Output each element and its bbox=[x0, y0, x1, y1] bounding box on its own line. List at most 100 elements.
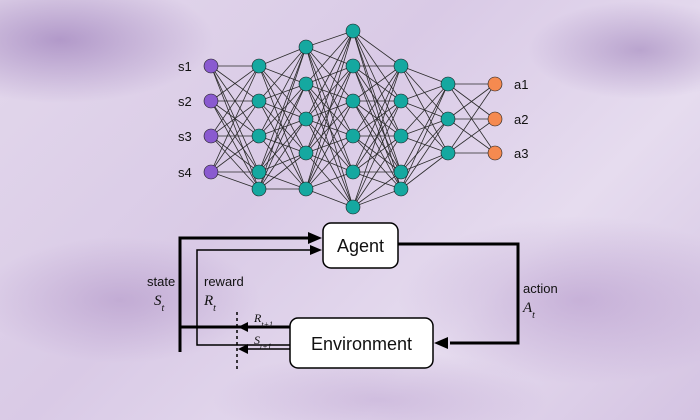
hidden-node bbox=[298, 39, 314, 55]
agent-box bbox=[322, 222, 399, 269]
network-edge bbox=[305, 46, 354, 102]
network-edge bbox=[258, 118, 307, 173]
state-path bbox=[178, 236, 310, 352]
hidden-node bbox=[345, 93, 361, 109]
input-node bbox=[203, 58, 219, 74]
network-edge bbox=[352, 65, 402, 208]
network-edge bbox=[400, 118, 449, 173]
network-edge bbox=[210, 135, 260, 190]
network-edge bbox=[352, 30, 402, 67]
network-edge bbox=[352, 135, 402, 208]
network-edge bbox=[447, 83, 496, 154]
hidden-node bbox=[251, 164, 267, 180]
network-edge bbox=[400, 100, 449, 154]
output-label: a3 bbox=[514, 146, 528, 161]
network-edge bbox=[352, 65, 402, 137]
output-label: a1 bbox=[514, 77, 528, 92]
network-edge bbox=[400, 83, 449, 173]
network-edge bbox=[305, 30, 354, 48]
next-reward-symbol: Rt+1 bbox=[253, 311, 273, 329]
rl-loop bbox=[178, 232, 520, 372]
next-reward-arrowhead bbox=[238, 322, 248, 332]
network-edge bbox=[305, 46, 354, 67]
hidden-node bbox=[440, 111, 456, 127]
input-label: s2 bbox=[178, 94, 192, 109]
network-edge bbox=[447, 83, 496, 120]
network-edge bbox=[305, 65, 354, 190]
input-label: s3 bbox=[178, 129, 192, 144]
hidden-node bbox=[251, 58, 267, 74]
network-edge bbox=[400, 83, 449, 102]
network-edge bbox=[352, 171, 402, 190]
output-node bbox=[487, 111, 503, 127]
input-node bbox=[203, 128, 219, 144]
network-edge bbox=[400, 83, 449, 137]
action-arrowhead bbox=[434, 337, 448, 349]
output-label: a2 bbox=[514, 112, 528, 127]
next-state-arrowhead bbox=[238, 344, 248, 354]
network-edge bbox=[258, 83, 307, 190]
network-edge bbox=[258, 118, 307, 190]
environment-label: Environment bbox=[311, 334, 412, 354]
hidden-node bbox=[251, 93, 267, 109]
network-edge bbox=[352, 135, 402, 190]
network-edge bbox=[210, 65, 260, 190]
network-edge bbox=[305, 30, 354, 120]
input-label: s4 bbox=[178, 165, 192, 180]
network-edges bbox=[210, 30, 496, 208]
input-node bbox=[203, 93, 219, 109]
network-edge bbox=[305, 152, 354, 208]
network-edge bbox=[400, 135, 449, 154]
reward-label: reward bbox=[204, 274, 244, 289]
network-edge bbox=[258, 83, 307, 102]
state-symbol: St bbox=[154, 293, 165, 314]
network-edge bbox=[258, 171, 307, 190]
hidden-node bbox=[345, 58, 361, 74]
network-edge bbox=[305, 188, 354, 208]
network-edge bbox=[447, 118, 496, 154]
output-node bbox=[487, 76, 503, 92]
network-edge bbox=[305, 100, 354, 190]
network-edge bbox=[305, 135, 354, 190]
network-edge bbox=[258, 152, 307, 173]
network-edge bbox=[258, 83, 307, 173]
hidden-node bbox=[298, 181, 314, 197]
network-edge bbox=[400, 118, 449, 190]
state-label: state bbox=[147, 274, 175, 289]
reward-arrowhead bbox=[310, 245, 322, 255]
network-edge bbox=[258, 152, 307, 190]
input-label: s1 bbox=[178, 59, 192, 74]
network-edge bbox=[258, 100, 307, 154]
hidden-node bbox=[298, 76, 314, 92]
action-symbol: At bbox=[522, 300, 535, 321]
hidden-node bbox=[393, 58, 409, 74]
output-node bbox=[487, 145, 503, 161]
network-edge bbox=[305, 30, 354, 190]
network-edge bbox=[352, 65, 402, 173]
hidden-node bbox=[440, 76, 456, 92]
network-edge bbox=[210, 100, 260, 190]
network-edge bbox=[400, 65, 449, 85]
hidden-node bbox=[393, 164, 409, 180]
network-edge bbox=[352, 65, 402, 102]
hidden-node bbox=[345, 199, 361, 215]
action-path bbox=[398, 242, 520, 345]
next-state-symbol: St+1 bbox=[254, 333, 272, 351]
hidden-node bbox=[440, 145, 456, 161]
network-edge bbox=[258, 46, 307, 173]
network-edge bbox=[210, 65, 260, 137]
network-edge bbox=[400, 152, 449, 173]
hidden-node bbox=[251, 128, 267, 144]
hidden-node bbox=[251, 181, 267, 197]
network-edge bbox=[258, 46, 307, 190]
network-edge bbox=[305, 171, 354, 190]
hidden-node bbox=[298, 145, 314, 161]
hidden-node bbox=[345, 23, 361, 39]
network-edge bbox=[258, 46, 307, 137]
network-edge bbox=[258, 135, 307, 154]
network-edge bbox=[400, 152, 449, 190]
network-edge bbox=[400, 83, 449, 190]
agent-label: Agent bbox=[337, 236, 384, 256]
hidden-node bbox=[345, 128, 361, 144]
